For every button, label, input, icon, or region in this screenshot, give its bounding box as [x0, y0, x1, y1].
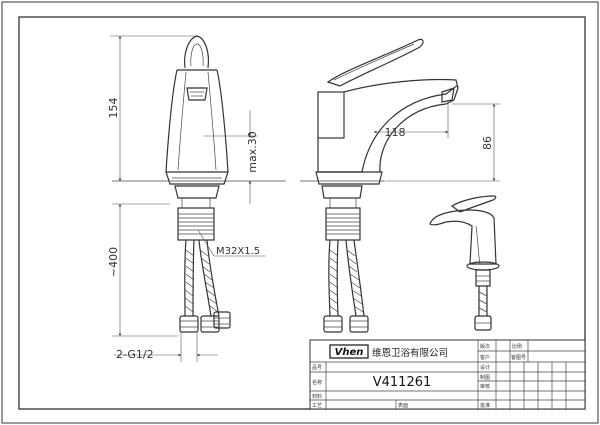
dim-inlet-g12: 2-G1/2: [114, 332, 218, 362]
dim-hose-400: ~400: [107, 203, 178, 337]
company-name: 维恩卫浴有限公司: [372, 347, 448, 359]
label-g12: 2-G1/2: [116, 348, 154, 361]
label-customer-code: 客图号: [511, 354, 526, 361]
label-118: 118: [385, 126, 406, 139]
title-block: Vhen 维恩卫浴有限公司 V411261 品号 名称 工艺 材料 表面 版次 …: [309, 339, 586, 410]
label-customer: 客户: [480, 354, 490, 361]
label-material: 材料: [312, 393, 322, 400]
dim-height-154: 154: [107, 35, 196, 182]
side-view: [315, 38, 459, 333]
label-400: ~400: [107, 247, 120, 277]
label-version: 版次: [480, 343, 490, 350]
label-drawing: 制图: [480, 374, 490, 381]
label-scale: 比例: [512, 343, 522, 350]
dim-reach-118: 118: [373, 100, 449, 139]
perspective-view: [429, 195, 500, 331]
label-review: 审核: [480, 383, 490, 390]
label-surface: 表面: [398, 402, 408, 409]
label-design: 设计: [480, 364, 490, 371]
label-process: 工艺: [312, 403, 322, 409]
dim-height-86: 86: [386, 103, 500, 182]
brand-logo: [329, 344, 369, 359]
label-86: 86: [481, 136, 494, 150]
label-name: 名称: [312, 379, 322, 386]
model-number: V411261: [373, 375, 432, 390]
brand-text: Vhen: [335, 347, 364, 358]
front-view: [165, 35, 231, 333]
dim-max-30: max.30: [204, 110, 259, 204]
label-part-no: 品号: [312, 365, 322, 371]
label-m32: M32X1.5: [216, 246, 260, 257]
label-approve: 批准: [480, 402, 490, 409]
inner-frame: [18, 16, 586, 410]
dim-thread-m32: M32X1.5: [197, 229, 266, 257]
label-max-30: max.30: [246, 131, 259, 172]
label-154: 154: [107, 98, 120, 119]
